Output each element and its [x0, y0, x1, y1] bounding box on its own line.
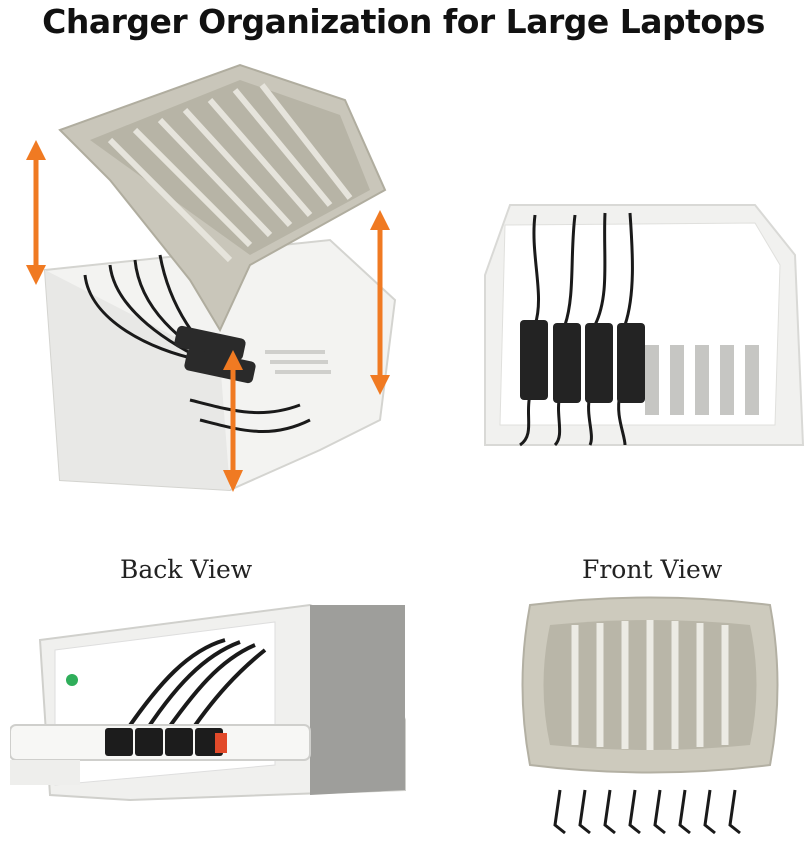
- page-title: Charger Organization for Large Laptops: [42, 2, 765, 41]
- back-view-caption: Back View: [120, 555, 253, 584]
- back-view-photo: [10, 600, 415, 815]
- front-view-photo: [515, 595, 785, 840]
- organizer-open-photo: [0, 60, 460, 510]
- front-view-caption: Front View: [582, 555, 723, 584]
- tray-top-photo: [475, 195, 805, 460]
